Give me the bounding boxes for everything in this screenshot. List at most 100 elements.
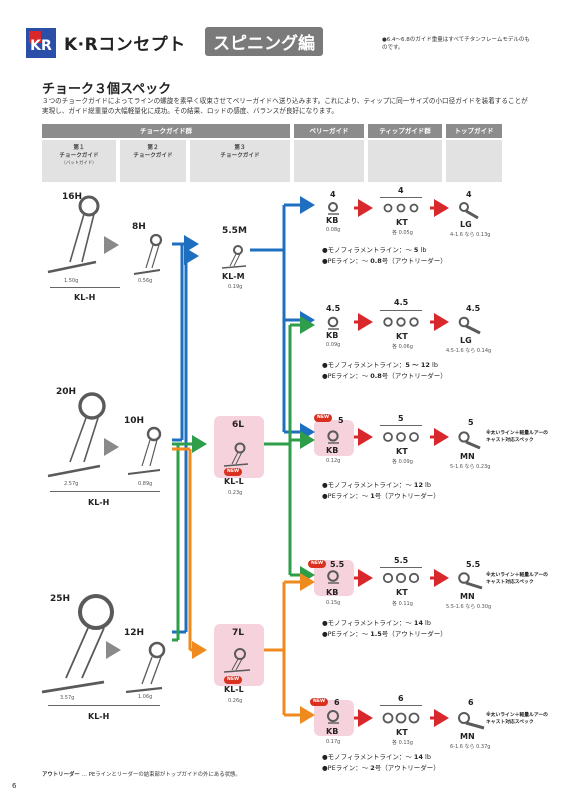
top-weight: 4-1.6 なら 0.13g <box>450 232 491 238</box>
first-guide-model: KL-H <box>88 498 110 507</box>
mono-spec: ●モノフィラメントライン：～ 14 lb <box>322 753 431 761</box>
second-guide-weight: 0.89g <box>138 481 153 487</box>
top-weight: 5-1.6 なら 0.23g <box>450 464 491 470</box>
bracket-line <box>48 705 160 706</box>
green-flow-lines <box>172 316 315 642</box>
second-guide-12h <box>125 641 166 694</box>
second-guide-label: 8H <box>132 222 146 232</box>
belly-guides <box>327 202 339 724</box>
belly-model: KB <box>326 216 339 225</box>
top-size: 4 <box>466 190 472 199</box>
third-guide-weight: 0.19g <box>228 284 243 290</box>
orange-flow-lines <box>172 447 315 724</box>
pe-spec: ●PEライン：～ 1.5号（アウトリーダー） <box>322 630 447 638</box>
belly-size: 5 <box>338 416 344 425</box>
belly-size: 5.5 <box>330 560 345 569</box>
tip-size: 5.5 <box>394 556 409 565</box>
top-size: 5.5 <box>466 560 481 569</box>
footer-note: アウトリーダー … PEラインとリーダーの結束部がトップガイドの外にある状態。 <box>42 772 241 778</box>
tip-guides <box>382 203 420 724</box>
page-title: K·Rコンセプト <box>64 35 186 55</box>
gray-arrows <box>104 236 121 659</box>
third-guide-label: 6L <box>232 420 244 430</box>
title-badge: スピニング編 <box>205 27 323 56</box>
top-size: 6 <box>468 698 474 707</box>
new-badge: NEW <box>310 698 329 706</box>
red-arrows <box>354 199 449 727</box>
top-guides <box>458 202 485 730</box>
tip-model: KT <box>396 218 408 227</box>
col-belly: ベリーガイド <box>294 124 364 138</box>
col-belly-bg <box>294 140 364 182</box>
third-guide-model: KL-L <box>224 477 244 486</box>
top-model: MN <box>460 592 475 601</box>
tip-size: 5 <box>398 414 404 423</box>
belly-weight: 0.12g <box>326 458 341 464</box>
tip-model: KT <box>396 728 408 737</box>
first-guide-label: 16H <box>62 192 83 202</box>
first-guide-label: 20H <box>56 387 77 397</box>
belly-model: KB <box>326 588 339 597</box>
mono-spec: ●モノフィラメントライン：～ 12 lb <box>322 481 431 489</box>
tip-model: KT <box>396 332 408 341</box>
first-guide-25h <box>41 594 114 694</box>
first-guide-weight: 3.57g <box>60 695 75 701</box>
highlight-box-kb5 <box>314 420 354 456</box>
mono-spec: ●モノフィラメントライン：5 ～ 12 lb <box>322 361 438 369</box>
first-guide-weight: 1.50g <box>64 278 79 284</box>
belly-size: 4 <box>330 190 336 199</box>
tip-weight: 各 0.13g <box>392 740 413 746</box>
weight-note: ●6.4～6.8のガイド重量はすべてチタンフレームモデルのものです。 <box>382 37 530 51</box>
svg-text:KR: KR <box>30 38 52 54</box>
first-guide-label: 25H <box>50 594 71 604</box>
tip-weight: 各 0.06g <box>392 344 413 350</box>
belly-size: 4.5 <box>326 304 341 313</box>
top-note: ※太いライン＋軽量ルアーのキャスト対応スペック <box>486 573 548 585</box>
pe-spec: ●PEライン：～ 0.8号（アウトリーダー） <box>322 372 447 380</box>
tip-bracket <box>380 567 422 568</box>
highlight-box-kb6 <box>314 700 354 736</box>
belly-model: KB <box>326 331 339 340</box>
tip-weight: 各 0.09g <box>392 459 413 465</box>
top-size: 4.5 <box>466 304 481 313</box>
bracket-line <box>50 287 120 288</box>
second-guide-weight: 0.56g <box>138 278 153 284</box>
section-description: ３つのチョークガイドによってラインの螺旋を素早く収束させてベリーガイドへ送り込み… <box>42 97 528 115</box>
first-guide-model: KL-H <box>74 293 96 302</box>
tip-size: 4 <box>398 186 404 195</box>
top-weight: 5.5-1.6 なら 0.30g <box>446 604 492 610</box>
third-guide-model: KL-M <box>222 272 245 281</box>
top-weight: 4.5-1.6 なら 0.14g <box>446 348 492 354</box>
new-badge: NEW <box>224 468 243 476</box>
belly-model: KB <box>326 446 339 455</box>
first-guide-16h <box>47 195 100 274</box>
third-guide-model: KL-L <box>224 685 244 694</box>
top-weight: 6-1.6 なら 0.37g <box>450 744 491 750</box>
new-badge: NEW <box>224 676 243 684</box>
tip-weight: 各 0.05g <box>392 230 413 236</box>
new-badge: NEW <box>308 560 327 568</box>
third-guide-weight: 0.26g <box>228 698 243 704</box>
pe-spec: ●PEライン：～ 0.8号（アウトリーダー） <box>322 257 447 265</box>
tip-bracket <box>380 197 422 198</box>
third-guide-label: 7L <box>232 628 244 638</box>
top-model: MN <box>460 452 475 461</box>
second-guide-label: 10H <box>124 416 145 426</box>
section-title: チョーク３個スペック <box>42 82 172 97</box>
tip-bracket <box>380 705 422 706</box>
second-guide-label: 12H <box>124 628 145 638</box>
third-guide-6l <box>223 442 249 467</box>
bracket-line <box>50 491 160 492</box>
tip-bracket <box>380 425 422 426</box>
tip-model: KT <box>396 588 408 597</box>
second-guide-10h <box>127 426 162 475</box>
top-model: LG <box>460 336 472 345</box>
belly-weight: 0.09g <box>326 342 341 348</box>
highlight-box-6l <box>214 416 264 478</box>
page-number: 6 <box>12 782 17 790</box>
kr-logo-icon: KR <box>26 28 56 58</box>
